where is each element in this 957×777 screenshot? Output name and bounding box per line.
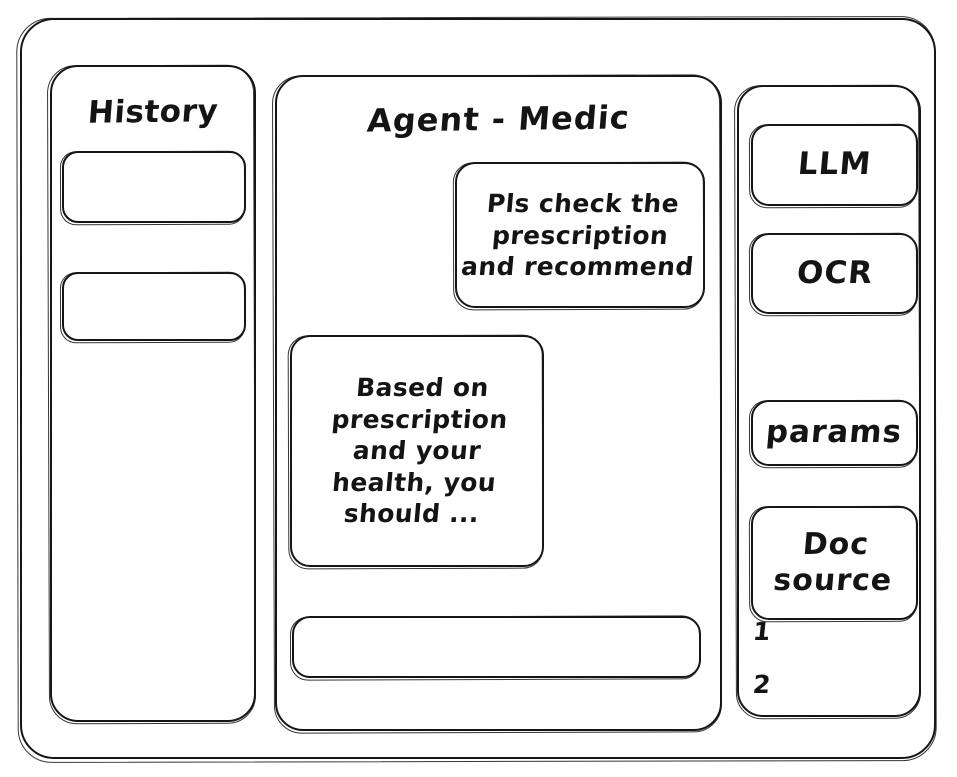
history-list-item[interactable] [62, 272, 246, 341]
agent-message-bubble: Based on prescription and your health, y… [290, 335, 544, 567]
history-panel-title: History [86, 93, 220, 131]
tool-button-llm-label: LLM [796, 146, 873, 183]
history-panel [50, 65, 256, 722]
tools-panel [737, 85, 921, 717]
app-window-frame [20, 18, 936, 759]
history-list-item[interactable] [62, 151, 246, 223]
tool-button-doc-source[interactable]: Doc source [751, 506, 918, 620]
agent-chat-panel [275, 75, 722, 731]
agent-message-text: Based on prescription and your health, y… [330, 373, 510, 529]
user-message-text: Pls check the prescription and recommend [459, 188, 695, 281]
tool-button-params[interactable]: params [751, 400, 918, 466]
agent-chat-title: Agent - Medic [365, 98, 632, 140]
tool-button-doc-source-label: Doc source [772, 527, 894, 598]
tool-button-ocr-label: OCR [794, 254, 875, 291]
message-input[interactable] [292, 616, 701, 678]
tool-button-llm[interactable]: LLM [751, 124, 918, 206]
doc-source-list-item[interactable]: 1 [751, 617, 772, 646]
doc-source-list-item[interactable]: 2 [751, 670, 772, 699]
tool-button-ocr[interactable]: OCR [751, 233, 918, 314]
tool-button-params-label: params [764, 414, 905, 451]
user-message-bubble: Pls check the prescription and recommend [455, 162, 705, 308]
